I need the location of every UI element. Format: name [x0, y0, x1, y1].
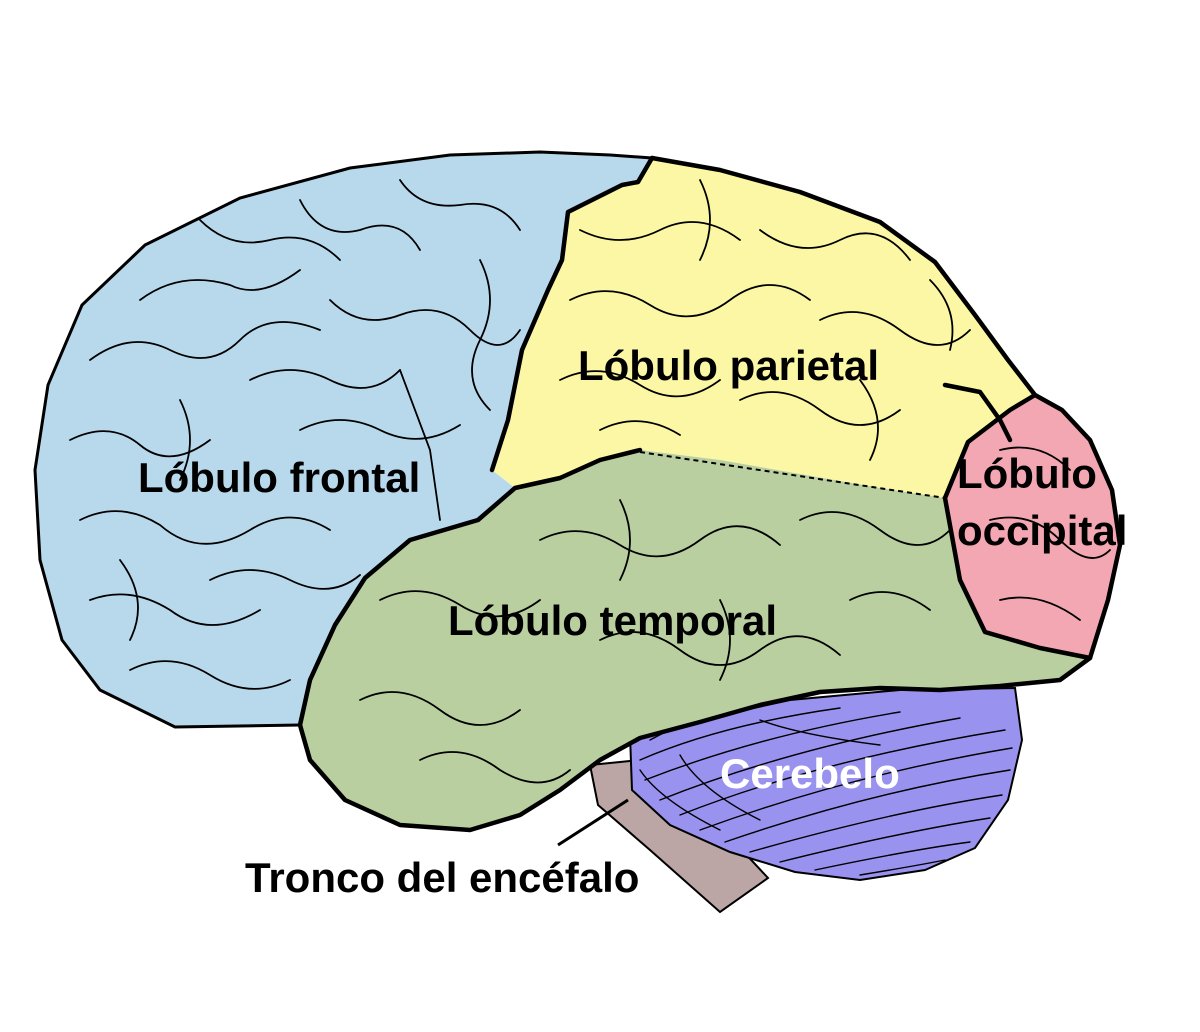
label-parietal-lobe: Lóbulo parietal: [578, 342, 879, 389]
parietal-lobe-region: [492, 158, 1035, 498]
label-frontal-lobe: Lóbulo frontal: [138, 454, 420, 501]
occipital-lobe-region: [945, 395, 1120, 658]
central-sulcus: [489, 155, 655, 473]
label-occipital-lobe-line2: occipital: [957, 507, 1127, 554]
label-brainstem: Tronco del encéfalo: [245, 854, 639, 901]
brainstem-pointer-line: [557, 798, 629, 847]
frontal-lobe-region: [35, 152, 652, 727]
parieto-occipital-sulcus: [942, 382, 1013, 443]
brain-outline: [297, 155, 1123, 833]
label-occipital-lobe-line1: Lóbulo: [957, 450, 1097, 497]
frontal-outline: [33, 150, 653, 729]
cerebellum-region: [628, 686, 1024, 882]
label-cerebellum: Cerebelo: [720, 750, 900, 797]
parietal-temporal-boundary: [639, 451, 946, 499]
occipital-boundary: [942, 392, 1093, 661]
lateral-sulcus: [297, 447, 643, 728]
cortical-folds: [69, 179, 1111, 784]
temporal-lobe-region: [300, 450, 1090, 830]
label-temporal-lobe: Lóbulo temporal: [448, 597, 777, 644]
